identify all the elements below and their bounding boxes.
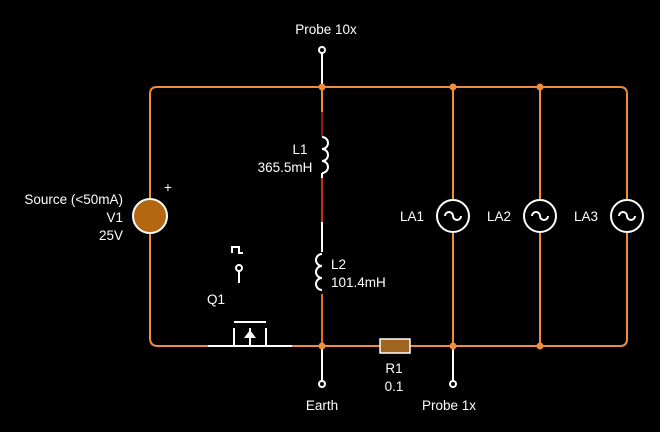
junctions xyxy=(318,83,544,350)
inductor-coil-icon xyxy=(321,136,329,174)
probe-1x-terminal[interactable] xyxy=(449,380,457,388)
probe-top-terminal[interactable] xyxy=(318,46,326,54)
l1-value: 365.5mH xyxy=(258,160,313,175)
probe-top[interactable]: Probe 10x xyxy=(295,22,357,87)
r1-ref: R1 xyxy=(385,361,402,376)
inductor-l2[interactable]: L2 101.4mH xyxy=(315,222,386,291)
l2-value: 101.4mH xyxy=(331,275,386,290)
l1-ref: L1 xyxy=(292,142,307,157)
mosfet-q1[interactable]: Q1 xyxy=(207,246,267,347)
lamp-filament xyxy=(531,211,549,221)
probe-1x-label: Probe 1x xyxy=(422,398,476,413)
voltage-source-icon xyxy=(132,198,168,234)
lamp-la1[interactable]: LA1 xyxy=(400,199,470,233)
r1-value: 0.1 xyxy=(385,379,404,394)
probe-top-label: Probe 10x xyxy=(295,22,357,37)
la1-ref: LA1 xyxy=(400,209,424,224)
lamp-filament xyxy=(618,211,636,221)
source-polarity: + xyxy=(164,180,172,195)
resistor-icon xyxy=(379,338,411,354)
lamp-la3[interactable]: LA3 xyxy=(574,199,644,233)
source-value: 25V xyxy=(99,228,123,243)
junction-dot xyxy=(318,83,326,91)
resistor-r1[interactable]: R1 0.1 xyxy=(379,338,411,394)
probe-earth-label: Earth xyxy=(306,398,338,413)
junction-dot xyxy=(449,83,457,91)
source-v1[interactable]: + Source (<50mA) V1 25V xyxy=(24,180,172,243)
gate-terminal[interactable] xyxy=(235,264,243,272)
source-ref: V1 xyxy=(106,210,123,225)
l2-ref: L2 xyxy=(331,257,346,272)
junction-dot xyxy=(536,83,544,91)
probe-earth-terminal[interactable] xyxy=(318,380,326,388)
la3-ref: LA3 xyxy=(574,209,598,224)
inductor-l1[interactable]: L1 365.5mH xyxy=(258,136,329,178)
lamp-filament xyxy=(444,211,462,221)
junction-dot xyxy=(318,342,326,350)
top-rail-wire xyxy=(149,86,628,101)
square-pulse-icon xyxy=(231,246,243,254)
mosfet-icon xyxy=(233,321,267,347)
bottom-left-wire xyxy=(149,329,211,347)
junction-dot xyxy=(449,342,457,350)
source-name: Source (<50mA) xyxy=(24,192,123,207)
junction-dot xyxy=(536,342,544,350)
probe-earth[interactable]: Earth xyxy=(306,346,338,413)
inductor-coil-icon xyxy=(315,253,323,291)
bottom-right-wire xyxy=(409,329,628,347)
la2-ref: LA2 xyxy=(487,209,511,224)
q1-ref: Q1 xyxy=(207,292,225,307)
probe-1x[interactable]: Probe 1x xyxy=(422,346,476,413)
lamp-la2[interactable]: LA2 xyxy=(487,199,557,233)
